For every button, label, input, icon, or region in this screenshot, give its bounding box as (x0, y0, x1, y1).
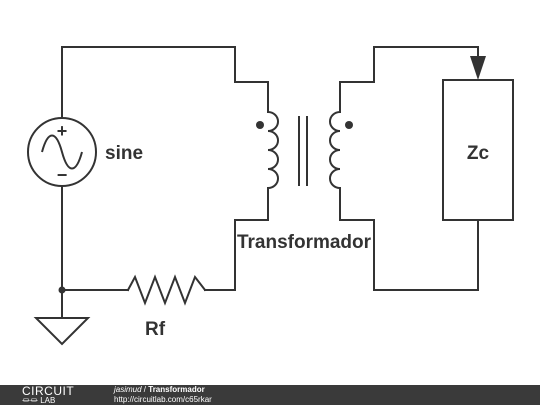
secondary-polarity-dot (345, 121, 353, 129)
primary-coil (266, 110, 279, 190)
resistor-rf (126, 274, 207, 306)
logo-text-lab: ⏛⏛ LAB (22, 396, 56, 405)
sine-source: + − (27, 117, 97, 187)
credit-block: jasimud / Transformador http://circuitla… (114, 385, 212, 405)
transformer (256, 110, 353, 190)
circuitlab-logo[interactable]: CIRCUIT ⏛⏛ LAB (22, 385, 92, 405)
wire-source-top (61, 46, 269, 119)
load-label: Zc (467, 143, 490, 164)
author-link[interactable]: jasimud (114, 385, 142, 394)
secondary-circuit-wires (339, 46, 486, 291)
wire-secondary-top (339, 46, 479, 113)
circuit-schematic: + − sine Rf Transformador Zc (27, 46, 514, 346)
source-plus-sign: + (57, 121, 68, 141)
ground-symbol (33, 317, 91, 346)
wire-resistor-right (204, 187, 269, 291)
wire-source-bottom (61, 185, 129, 291)
source-label: sine (105, 143, 143, 164)
logo-resistor-icon: ⏛⏛ (22, 396, 41, 405)
schematic-url[interactable]: http://circuitlab.com/c65rkar (114, 395, 212, 404)
schematic-title: Transformador (148, 385, 205, 394)
logo-text-circuit: CIRCUIT (22, 384, 75, 398)
current-arrow-icon (470, 56, 486, 80)
footer-bar: CIRCUIT ⏛⏛ LAB jasimud / Transformador h… (0, 385, 540, 405)
resistor-label: Rf (145, 319, 166, 340)
secondary-coil (329, 110, 342, 190)
wire-secondary-bottom (339, 187, 479, 291)
transformer-label: Transformador (237, 232, 372, 253)
source-minus-sign: − (57, 165, 68, 185)
load-zc-box (442, 79, 514, 221)
primary-circuit-wires (58, 46, 269, 319)
node-junction (58, 286, 66, 294)
primary-polarity-dot (256, 121, 264, 129)
credit-separator: / (141, 385, 149, 394)
